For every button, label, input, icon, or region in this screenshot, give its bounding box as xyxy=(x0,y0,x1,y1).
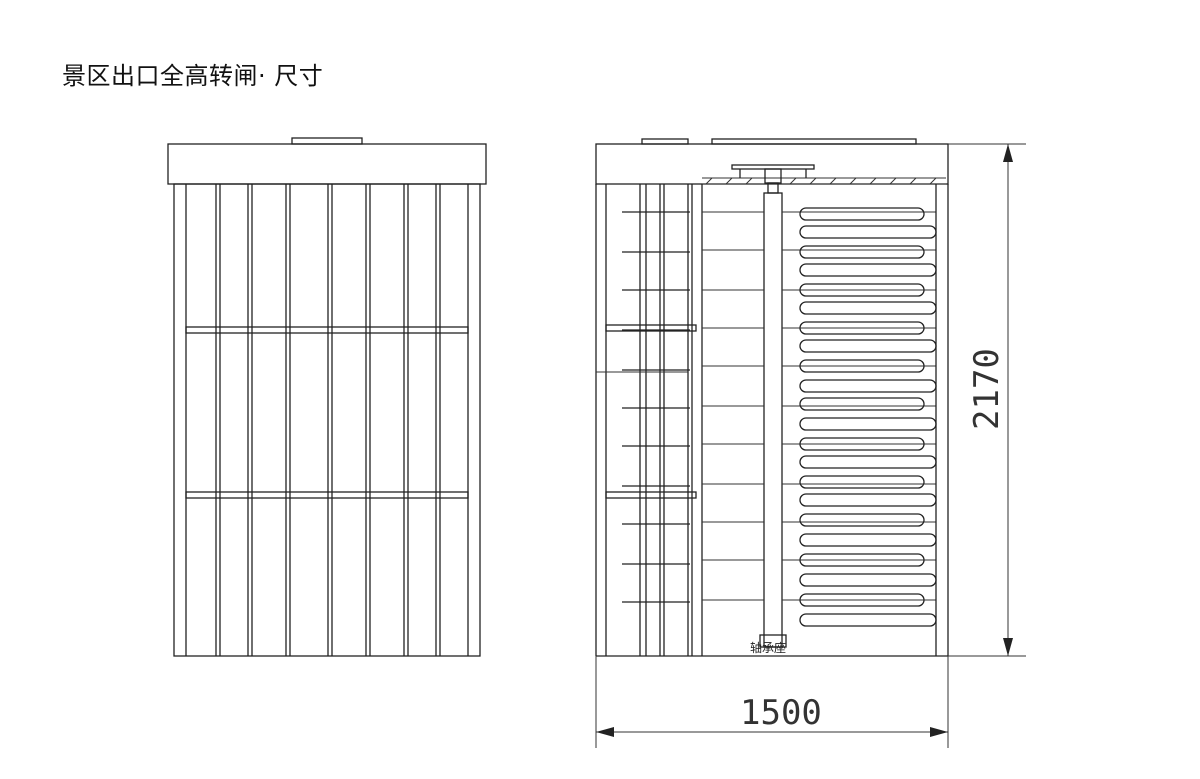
side-fixed-fence xyxy=(596,184,703,656)
top-bearing-assembly xyxy=(731,164,815,194)
bearing-seat-label: 轴承座 xyxy=(750,640,786,655)
side-view: 轴承座 xyxy=(595,138,949,657)
front-frame xyxy=(173,183,481,657)
front-horizontal-braces xyxy=(185,326,469,499)
front-top-cap xyxy=(291,137,363,145)
height-dimension: 2170 xyxy=(948,143,1026,657)
width-dimension-label: 1500 xyxy=(740,693,822,733)
side-left-arms xyxy=(622,211,690,603)
front-canopy xyxy=(167,143,487,185)
side-top-cap-right xyxy=(711,138,917,145)
top-plate-hatch xyxy=(702,177,946,185)
height-dimension-label: 2170 xyxy=(967,348,1007,430)
side-right-arms xyxy=(799,207,937,627)
front-vertical-bars xyxy=(185,184,469,656)
rotor-shaft xyxy=(759,192,787,648)
front-view xyxy=(167,137,487,657)
width-dimension: 1500 xyxy=(595,656,949,748)
rotor-arm-links xyxy=(702,211,936,601)
side-top-cap-left xyxy=(641,138,689,145)
page-title: 景区出口全高转闸· 尺寸 xyxy=(62,62,324,90)
